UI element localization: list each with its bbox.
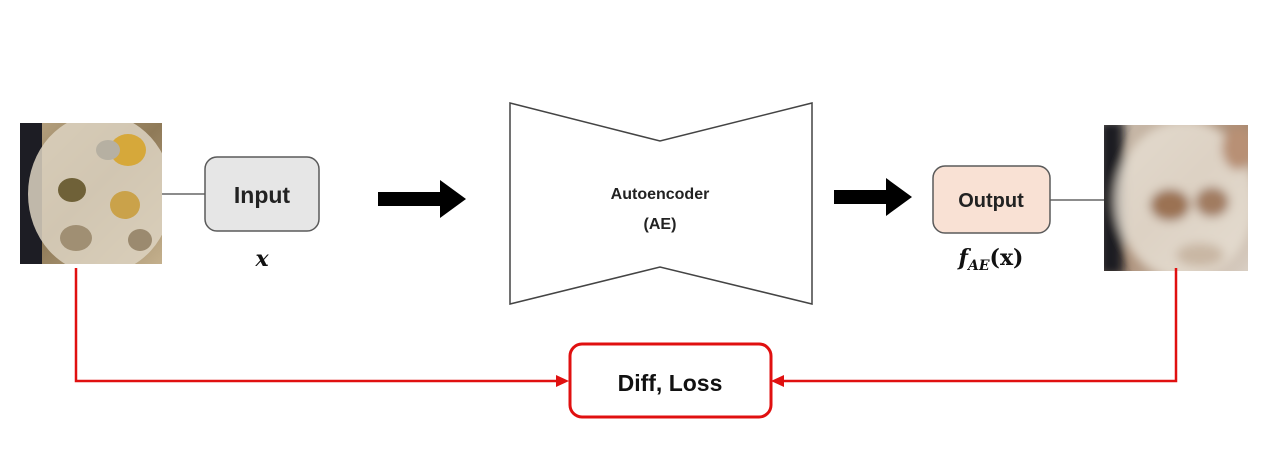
input-box bbox=[204, 156, 320, 232]
output-math-f: f bbox=[957, 245, 972, 271]
loss-line-right bbox=[783, 268, 1178, 383]
output-math-subscript: AE bbox=[966, 258, 990, 274]
autoencoder-label-line2: (AE) bbox=[644, 216, 677, 233]
output-image bbox=[1104, 125, 1248, 271]
loss-arrow-left-icon bbox=[556, 375, 569, 387]
input-label: Input bbox=[234, 182, 291, 208]
autoencoder-label-line1: Autoencoder bbox=[611, 186, 710, 203]
input-math-x: x bbox=[254, 246, 269, 272]
arrow-right-icon bbox=[834, 178, 912, 216]
output-math: fAE(x) bbox=[957, 245, 1024, 274]
autoencoder-shape bbox=[509, 102, 813, 305]
loss-box bbox=[568, 342, 773, 419]
output-box bbox=[932, 165, 1051, 234]
input-image bbox=[20, 123, 162, 264]
output-label: Output bbox=[958, 190, 1024, 212]
loss-label: Diff, Loss bbox=[618, 370, 723, 396]
loss-line-left bbox=[74, 268, 557, 383]
arrow-right-icon bbox=[378, 180, 466, 218]
output-math-arg: (x) bbox=[990, 245, 1024, 271]
loss-arrow-right-icon bbox=[771, 375, 784, 387]
